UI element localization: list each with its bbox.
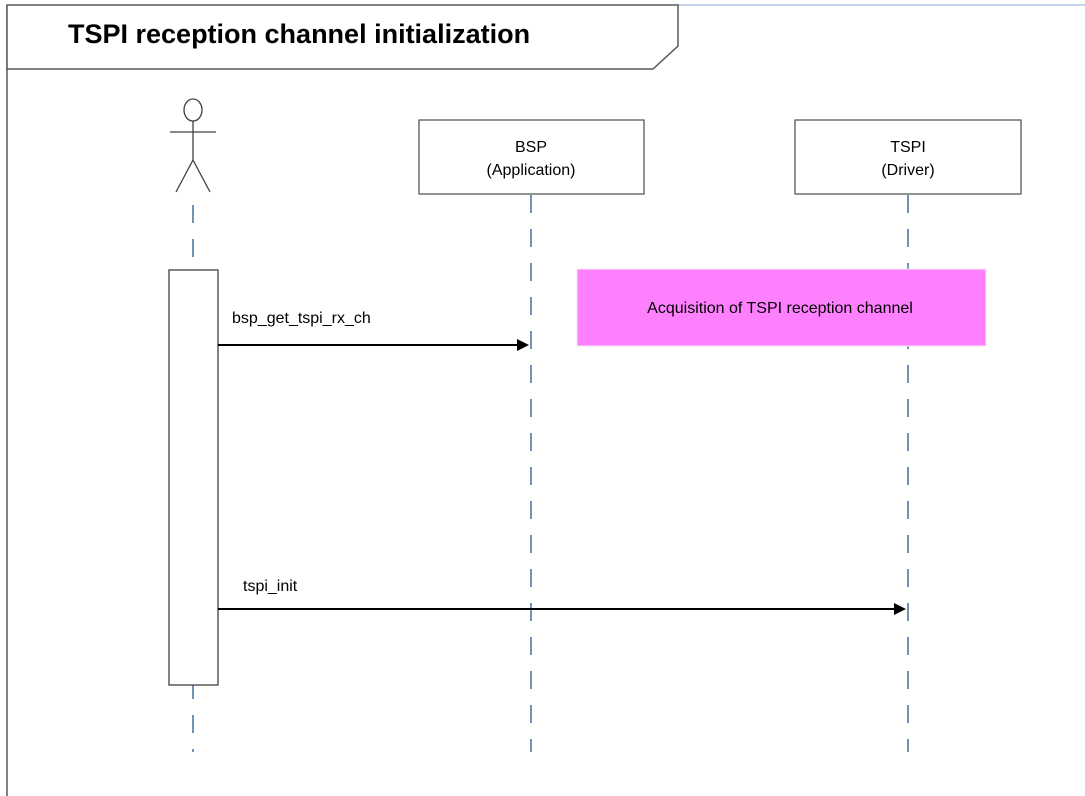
message-tspi-init: tspi_init (218, 578, 906, 615)
diagram-title: TSPI reception channel initialization (68, 19, 530, 49)
participant-tspi-name: TSPI (890, 139, 926, 156)
message-label-bsp-get-tspi-rx-ch: bsp_get_tspi_rx_ch (232, 310, 371, 327)
participant-tspi: TSPI (Driver) (794, 119, 1022, 195)
note-text: Acquisition of TSPI reception channel (647, 300, 913, 317)
message-bsp-get-tspi-rx-ch: bsp_get_tspi_rx_ch (218, 310, 529, 351)
diagram-frame (6, 4, 1085, 796)
participant-bsp: BSP (Application) (418, 119, 645, 195)
participant-bsp-role: (Application) (487, 162, 576, 179)
participant-tspi-role: (Driver) (881, 162, 934, 179)
participant-bsp-name: BSP (515, 139, 547, 156)
title-tab: TSPI reception channel initialization (6, 4, 679, 70)
message-label-tspi-init: tspi_init (243, 578, 298, 595)
note-box: Acquisition of TSPI reception channel (576, 268, 987, 347)
actor-figure (170, 98, 216, 193)
activation-bar (168, 269, 219, 686)
